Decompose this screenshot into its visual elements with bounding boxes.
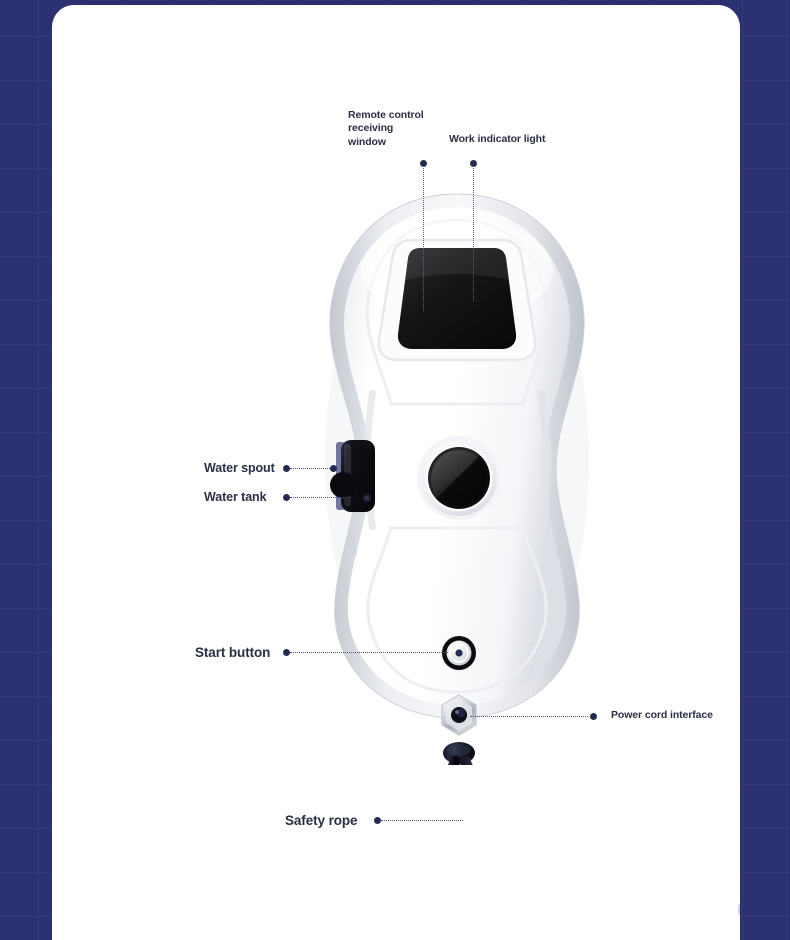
- leader-dot-start: [283, 649, 290, 656]
- leader-dot-spout-right: [330, 465, 337, 472]
- leader-line-power: [470, 716, 588, 717]
- leader-dot-indicator: [470, 160, 477, 167]
- leader-line-start: [290, 652, 448, 653]
- leader-line-tank: [290, 497, 350, 498]
- callout-label-water-tank: Water tank: [204, 490, 267, 504]
- callout-label-water-spout: Water spout: [204, 461, 275, 475]
- leader-line-spout: [290, 468, 332, 469]
- leader-line-rope: [381, 820, 463, 821]
- callout-label-remote-control-receiving-window: Remote control receiving window: [348, 109, 424, 148]
- callout-label-power-cord-interface: Power cord interface: [611, 709, 713, 721]
- callout-label-start-button: Start button: [195, 645, 271, 660]
- leader-dot-tank-left: [283, 494, 290, 501]
- leader-dot-remote: [420, 160, 427, 167]
- callout-label-safety-rope: Safety rope: [285, 813, 358, 828]
- leader-line-remote: [423, 166, 424, 311]
- power-socket-graphic: [441, 694, 477, 736]
- leader-dot-rope: [374, 817, 381, 824]
- callout-label-work-indicator-light: Work indicator light: [449, 133, 546, 145]
- watermark-text: om: [737, 885, 740, 928]
- center-sensor: [417, 436, 501, 520]
- leader-dot-power: [590, 713, 597, 720]
- leader-dot-spout-left: [283, 465, 290, 472]
- robot-illustration: [307, 190, 607, 765]
- leader-line-indicator: [473, 166, 474, 301]
- safety-rope-graphic: [443, 742, 475, 765]
- start-button-graphic: [440, 634, 478, 672]
- water-tank-module: [330, 440, 375, 512]
- product-card: Remote control receiving window Work ind…: [52, 5, 740, 940]
